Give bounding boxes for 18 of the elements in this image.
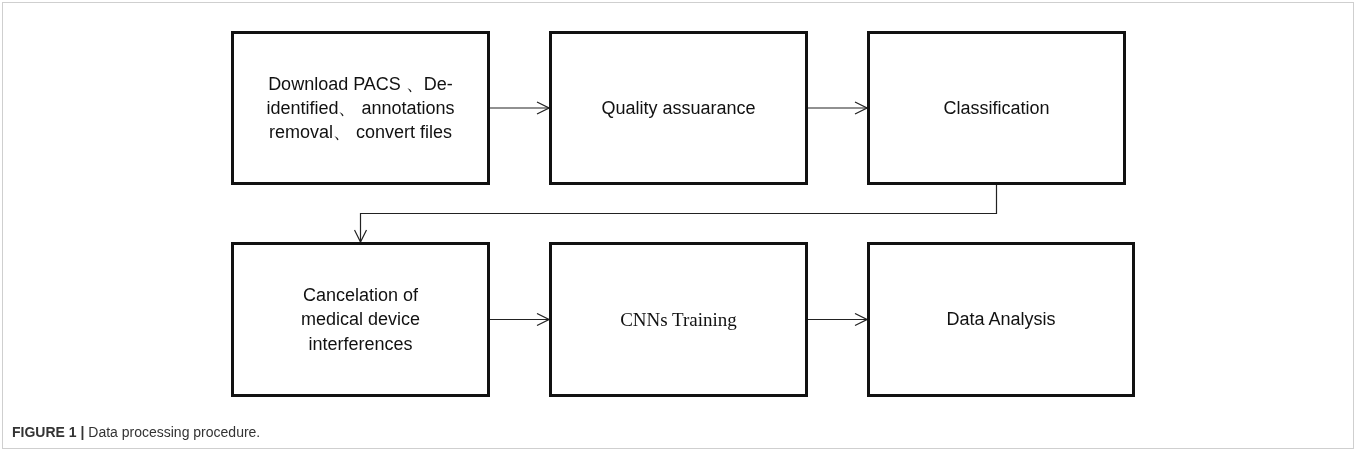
- process-box: [231, 31, 490, 185]
- process-box: [867, 31, 1126, 185]
- figure-caption: FIGURE 1 | Data processing procedure.: [12, 423, 261, 442]
- box-label: CNNs Training: [620, 307, 737, 332]
- arrow: [807, 101, 868, 115]
- box-label: Download PACS 、De-identified、 annotations removal、 convert files: [265, 72, 456, 145]
- box-label: Cancelation of medical device interferences: [299, 284, 422, 356]
- process-box: [867, 242, 1135, 397]
- process-box: [549, 31, 808, 185]
- box-label: Data Analysis: [946, 308, 1056, 332]
- process-box: [231, 242, 490, 397]
- process-box: [549, 242, 808, 397]
- arrow: [489, 101, 550, 115]
- box-label: Quality assuarance: [601, 96, 756, 120]
- arrow: [353, 184, 998, 243]
- arrow: [489, 312, 550, 327]
- box-label: Classification: [943, 96, 1050, 120]
- arrow: [807, 312, 868, 327]
